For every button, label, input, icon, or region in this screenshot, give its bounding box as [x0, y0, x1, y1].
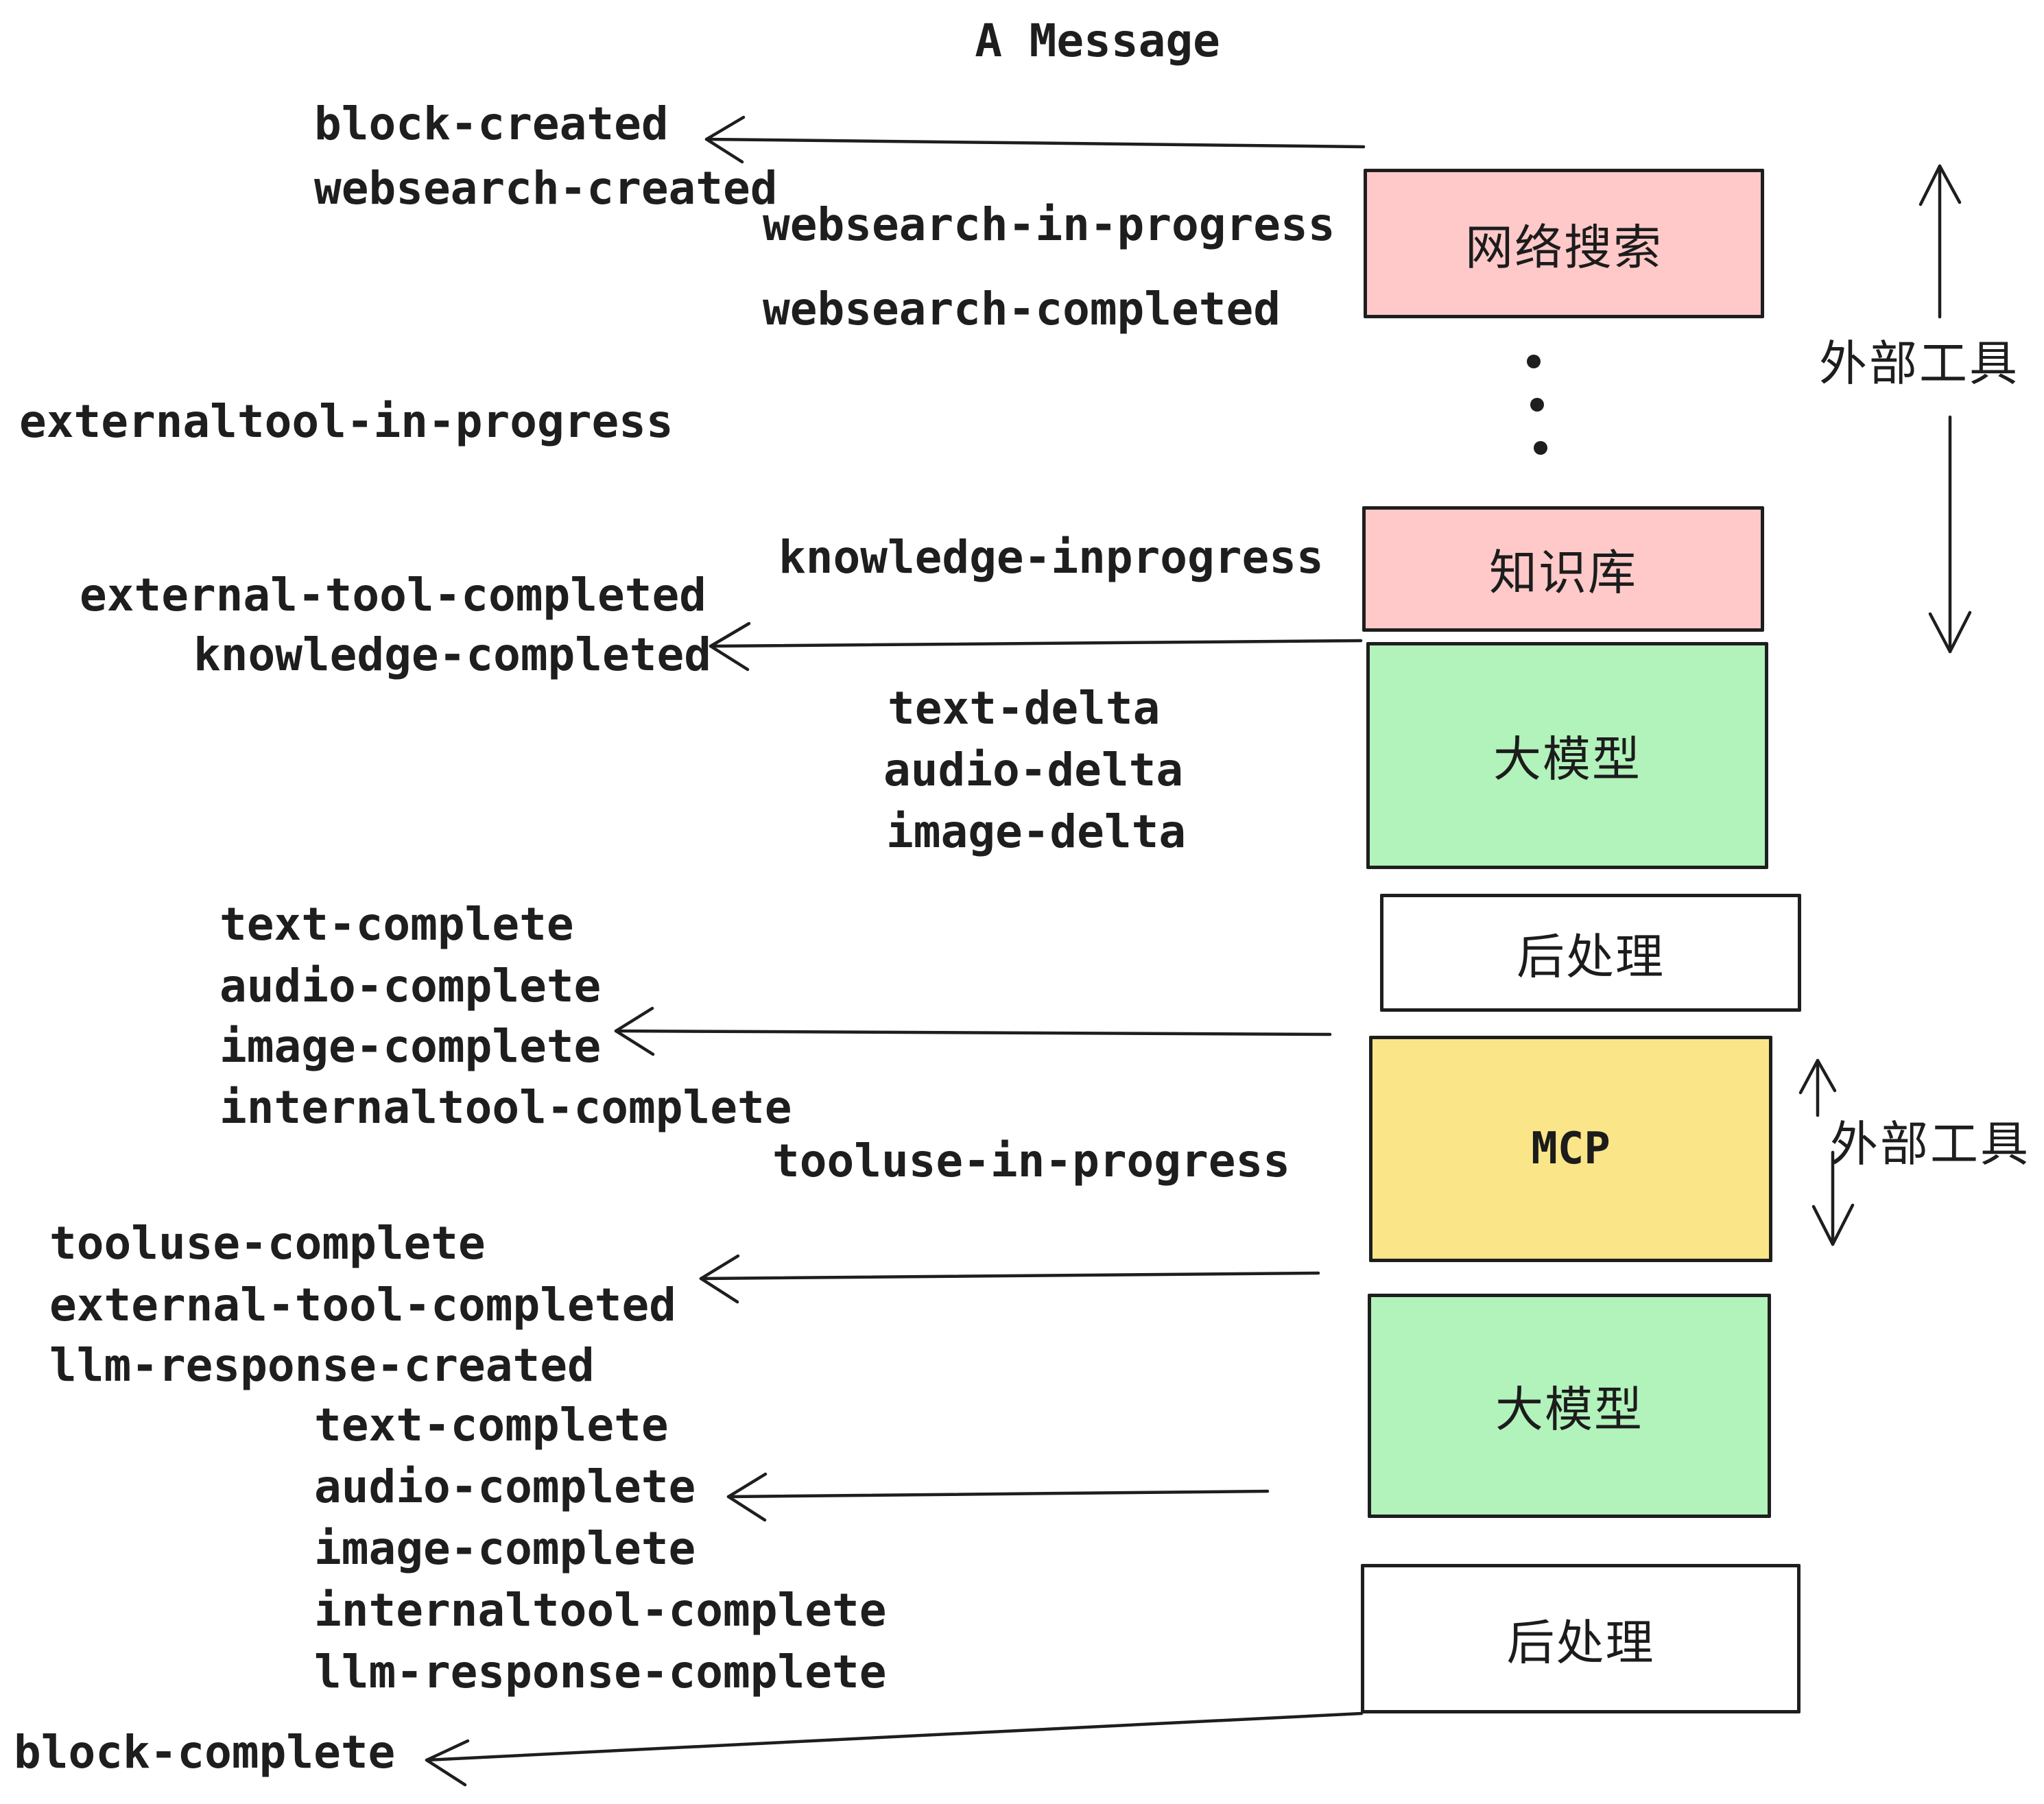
box-postprocess-1-label: 后处理 — [1517, 928, 1665, 985]
box-knowledge: 知识库 — [1362, 506, 1764, 632]
diagram-title: A Message — [975, 14, 1220, 67]
arrow-audio-complete — [726, 1472, 1270, 1522]
event-label-llm-response-created: llm-response-created — [49, 1339, 595, 1392]
arrow-block-complete — [425, 1711, 1364, 1787]
event-label-block-created: block-created — [314, 97, 669, 150]
event-label-block-complete: block-complete — [14, 1726, 396, 1779]
box-postprocess-1: 后处理 — [1380, 894, 1801, 1012]
event-label-tooluse-in-progress: tooluse-in-progress — [772, 1135, 1290, 1187]
event-label-audio-complete-2: audio-complete — [314, 1460, 696, 1513]
event-label-internaltool-complete-1: internaltool-complete — [219, 1081, 792, 1134]
box-llm-1-label: 大模型 — [1493, 731, 1641, 787]
arrow-knowledge-completed — [709, 621, 1363, 672]
event-label-tooluse-complete: tooluse-complete — [49, 1217, 486, 1270]
event-label-websearch-completed: websearch-completed — [763, 283, 1281, 335]
box-llm-2-label: 大模型 — [1495, 1381, 1643, 1438]
event-label-text-complete-2: text-complete — [314, 1399, 669, 1451]
side-label-external-tools-1: 外部工具 — [1819, 335, 2019, 392]
box-websearch-label: 网络搜索 — [1465, 219, 1663, 276]
event-label-text-complete-1: text-complete — [219, 898, 574, 951]
event-label-llm-response-complete: llm-response-complete — [314, 1646, 887, 1698]
box-postprocess-2: 后处理 — [1361, 1564, 1801, 1713]
box-websearch: 网络搜索 — [1364, 169, 1764, 318]
event-label-internaltool-complete-2: internaltool-complete — [314, 1584, 887, 1637]
arrow-image-complete — [614, 1006, 1332, 1056]
event-label-websearch-created: websearch-created — [314, 162, 778, 215]
ellipsis-dots-icon — [1527, 355, 1547, 455]
box-knowledge-label: 知识库 — [1489, 545, 1637, 601]
event-label-audio-complete-1: audio-complete — [219, 960, 602, 1012]
event-label-external-tool-completed-1: external-tool-completed — [80, 569, 706, 621]
box-mcp-label: MCP — [1531, 1124, 1611, 1174]
arrow-external-tools-up-2 — [1798, 1058, 1837, 1117]
event-label-knowledge-completed: knowledge-completed — [193, 628, 711, 681]
event-label-websearch-in-progress: websearch-in-progress — [763, 198, 1335, 251]
box-mcp: MCP — [1369, 1036, 1772, 1262]
event-label-text-delta-1: text-delta — [888, 682, 1161, 735]
arrow-external-tools-down-2 — [1811, 1150, 1855, 1246]
event-label-external-tool-completed-2: external-tool-completed — [49, 1279, 676, 1331]
arrow-tooluse-complete — [699, 1254, 1320, 1304]
event-label-knowledge-inprogress: knowledge-inprogress — [779, 531, 1324, 584]
arrow-external-tools-up-1 — [1918, 164, 1962, 319]
arrow-external-tools-down-1 — [1928, 415, 1972, 654]
event-label-externaltool-in-progress: externaltool-in-progress — [19, 395, 674, 448]
box-llm-1: 大模型 — [1366, 642, 1768, 869]
event-label-image-delta-1: image-delta — [886, 805, 1187, 858]
event-label-audio-delta-1: audio-delta — [883, 744, 1184, 796]
side-label-external-tools-2: 外部工具 — [1830, 1116, 2030, 1172]
event-label-image-complete-1: image-complete — [219, 1020, 602, 1073]
arrow-block-created — [704, 115, 1366, 164]
box-llm-2: 大模型 — [1368, 1294, 1771, 1518]
event-label-image-complete-2: image-complete — [314, 1522, 696, 1575]
box-postprocess-2-label: 后处理 — [1506, 1614, 1655, 1671]
